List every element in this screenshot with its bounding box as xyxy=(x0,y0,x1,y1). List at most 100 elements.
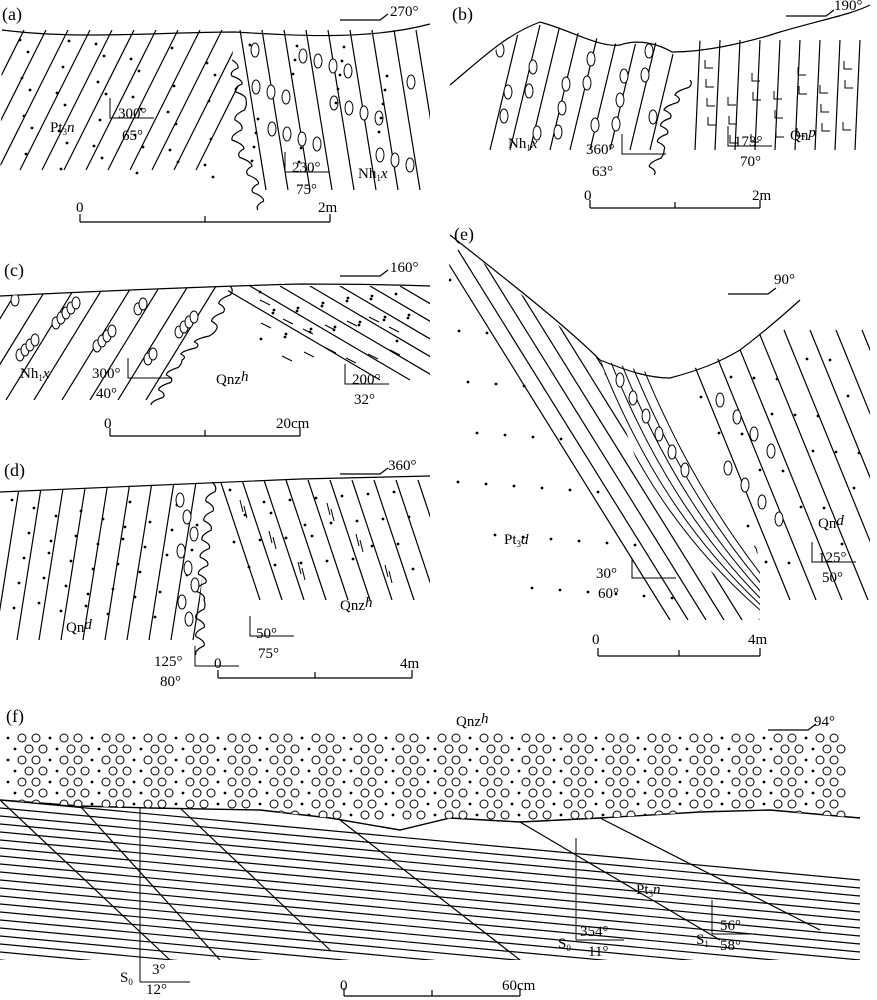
conglomerate-pebble xyxy=(206,810,216,820)
sand-dot xyxy=(271,311,275,315)
sand-dot xyxy=(258,290,262,294)
pebble-mark xyxy=(375,147,385,163)
sand-dot xyxy=(383,88,387,92)
sand-dot xyxy=(133,595,137,599)
panel-f-scale-end: 60cm xyxy=(502,978,536,994)
conglomerate-pebble xyxy=(626,810,636,820)
matrix-dot xyxy=(804,758,808,762)
conglomerate-pebble xyxy=(38,766,48,776)
pebble-mark xyxy=(586,51,596,67)
conglomerate-pebble xyxy=(395,733,405,743)
conglomerate-pebble xyxy=(143,799,153,809)
pebble-mark xyxy=(298,48,308,64)
sand-dot xyxy=(351,557,355,561)
sand-dot xyxy=(100,156,104,160)
bedding-line xyxy=(705,329,817,601)
sand-dot xyxy=(310,534,314,538)
sand-dot xyxy=(764,560,768,564)
dolomite-mark xyxy=(843,61,852,70)
conglomerate-pebble xyxy=(192,766,202,776)
matrix-dot xyxy=(468,736,472,740)
panel-d-attitude-1-angle: 80° xyxy=(160,674,181,690)
silt-dash xyxy=(330,508,335,522)
matrix-dot xyxy=(601,813,605,817)
sand-dot xyxy=(383,315,387,319)
matrix-dot xyxy=(475,813,479,817)
matrix-dot xyxy=(468,802,472,806)
conglomerate-pebble xyxy=(563,777,573,787)
bedding-line xyxy=(0,839,860,921)
bedding-line xyxy=(0,847,860,929)
matrix-dot xyxy=(552,758,556,762)
bedding-line xyxy=(714,39,721,150)
conglomerate-pebble xyxy=(241,755,251,765)
matrix-dot xyxy=(174,802,178,806)
dolomite-mark xyxy=(704,60,713,69)
sand-dot xyxy=(250,159,254,163)
bedding-line xyxy=(438,30,464,190)
conglomerate-pebble xyxy=(101,733,111,743)
panel-f-attitude-3-direction: 56° xyxy=(720,918,741,934)
matrix-dot xyxy=(468,780,472,784)
conglomerate-pebble xyxy=(150,744,160,754)
sand-dot xyxy=(104,92,108,96)
conglomerate-pebble xyxy=(17,733,27,743)
matrix-dot xyxy=(384,736,388,740)
bedding-line xyxy=(279,286,430,381)
panel-f-Pt3n-beds xyxy=(0,800,860,960)
pebble-mark xyxy=(503,84,513,100)
bedding-line xyxy=(440,249,671,620)
conglomerate-pebble xyxy=(318,788,328,798)
sand-dot xyxy=(549,537,553,541)
bedding-line xyxy=(263,479,305,601)
conglomerate-pebble xyxy=(619,799,629,809)
conglomerate-pebble xyxy=(143,777,153,787)
dolomite-mark xyxy=(773,91,782,100)
sand-dot xyxy=(605,541,609,545)
panel-c-scale-start: 0 xyxy=(104,416,112,432)
conglomerate-pebble xyxy=(703,799,713,809)
panel-b-topography xyxy=(449,4,871,86)
panel-a-scale-end: 2m xyxy=(318,200,338,216)
conglomerate-pebble xyxy=(73,755,83,765)
silt-dash xyxy=(302,328,314,335)
matrix-dot xyxy=(720,736,724,740)
sand-dot xyxy=(295,44,299,48)
sand-dot xyxy=(96,542,100,546)
matrix-dot xyxy=(265,813,269,817)
conglomerate-pebble xyxy=(745,799,755,809)
conglomerate-pebble xyxy=(626,766,636,776)
sand-dot xyxy=(143,545,147,549)
conglomerate-pebble xyxy=(458,766,468,776)
dolomite-mark xyxy=(796,128,805,137)
conglomerate-pebble xyxy=(409,777,419,787)
panel-f-attitude-3-prefix: S1 xyxy=(696,932,709,949)
silt-dash xyxy=(282,318,294,325)
conglomerate-pebble xyxy=(66,744,76,754)
pebble-mark xyxy=(715,392,725,408)
sand-dot xyxy=(679,327,683,331)
matrix-dot xyxy=(13,747,17,751)
sand-dot xyxy=(321,301,325,305)
sand-dot xyxy=(299,146,303,150)
matrix-dot xyxy=(223,747,227,751)
matrix-dot xyxy=(265,791,269,795)
sand-dot xyxy=(291,72,295,76)
conglomerate-pebble xyxy=(367,733,377,743)
bedding-line xyxy=(0,30,25,171)
bedding-line xyxy=(0,482,21,641)
silt-dash xyxy=(301,567,306,581)
dashed-bedding xyxy=(600,360,760,611)
matrix-dot xyxy=(48,758,52,762)
pebble-mark xyxy=(640,67,650,83)
pebble-mark xyxy=(343,63,353,79)
conglomerate-pebble xyxy=(402,744,412,754)
sand-dot xyxy=(123,525,127,529)
pebble-mark xyxy=(723,460,733,476)
sand-dot xyxy=(395,339,399,343)
silt-dash xyxy=(268,530,273,544)
sand-dot xyxy=(67,39,71,43)
sand-dot xyxy=(18,38,22,42)
sand-dot xyxy=(746,524,750,528)
conglomerate-pebble xyxy=(185,733,195,743)
